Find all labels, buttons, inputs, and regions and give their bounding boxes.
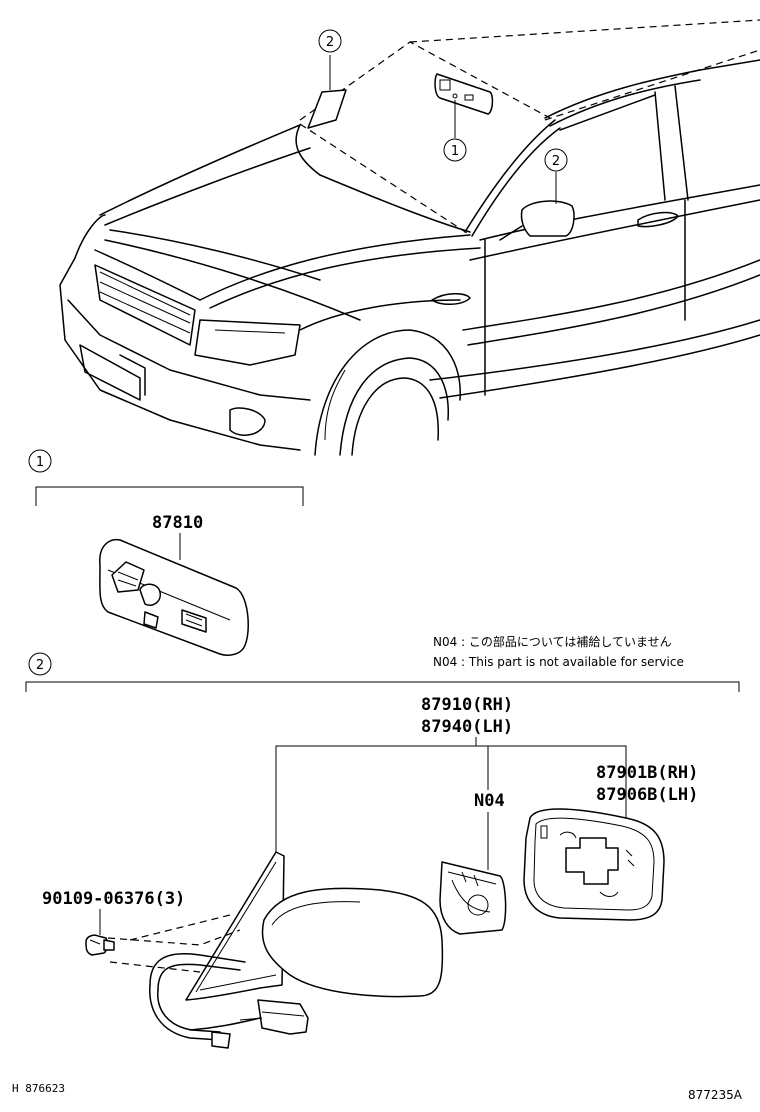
callout-2-top-left-label: 2 bbox=[326, 35, 334, 50]
part-87910-leader bbox=[275, 745, 627, 860]
section-1-marker-label: 1 bbox=[36, 455, 44, 470]
inner-mirror-large bbox=[99, 538, 249, 656]
screw bbox=[85, 934, 115, 956]
callout-1-top bbox=[443, 138, 467, 162]
section-1-bracket bbox=[35, 486, 304, 506]
inner-mirror-small bbox=[434, 73, 494, 115]
section-2-bracket bbox=[25, 681, 740, 692]
callout-1-top-label: 1 bbox=[451, 144, 459, 159]
mirror-glass bbox=[523, 808, 665, 921]
part-87940-label: 87940(LH) bbox=[421, 717, 513, 737]
mirror-motor bbox=[439, 861, 507, 935]
footer-left-code: H 876623 bbox=[12, 1082, 65, 1095]
section-2-marker-label: 2 bbox=[36, 658, 44, 673]
section-2-marker bbox=[28, 652, 52, 676]
part-n04-label: N04 bbox=[474, 791, 505, 811]
part-87906b-label: 87906B(LH) bbox=[596, 785, 698, 805]
part-90109-label: 90109-06376(3) bbox=[42, 889, 185, 909]
callout-2-top-right-label: 2 bbox=[552, 154, 560, 169]
part-87910-label: 87910(RH) bbox=[421, 695, 513, 715]
outer-mirror-small-right bbox=[499, 200, 575, 241]
outer-mirror-small-left bbox=[307, 89, 347, 129]
outer-mirror-assembly bbox=[107, 851, 444, 1049]
car-illustration bbox=[59, 19, 760, 456]
part-87810-label: 87810 bbox=[152, 513, 203, 533]
section-1-marker bbox=[28, 449, 52, 473]
note-n04-japanese: N04 : この部品については補給していません bbox=[433, 634, 672, 649]
note-n04-english: N04 : This part is not available for ser… bbox=[433, 655, 684, 669]
callout-2-top-right bbox=[544, 148, 568, 172]
footer-right-code: 877235A bbox=[688, 1088, 743, 1102]
part-87901b-label: 87901B(RH) bbox=[596, 763, 698, 783]
callout-2-top-left bbox=[318, 29, 342, 53]
